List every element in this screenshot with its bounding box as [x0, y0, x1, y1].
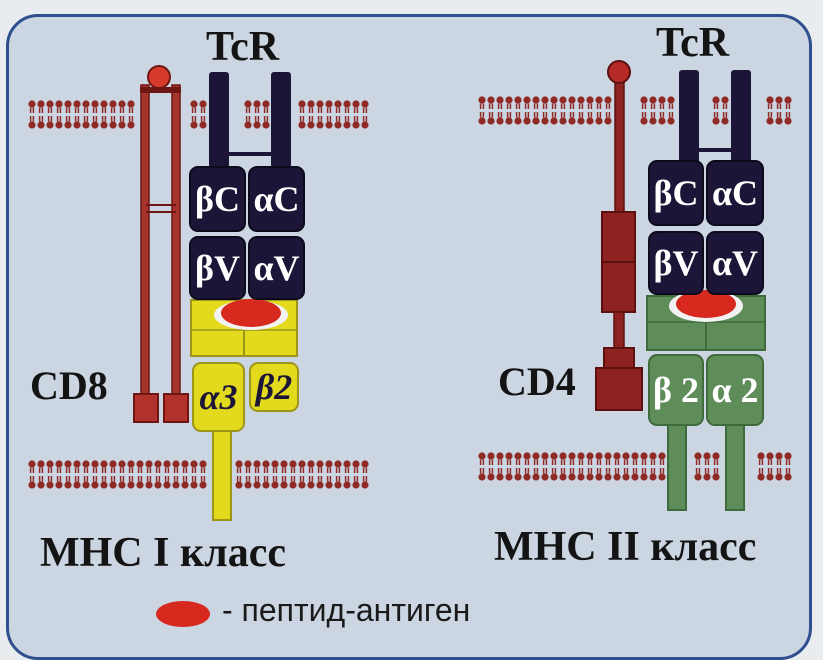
domain-alpha2-right: α 2	[706, 354, 764, 426]
cell-membrane-left-bottom	[27, 459, 370, 490]
cd8-label: CD8	[30, 363, 108, 408]
domain-alpha-v-left: αV	[248, 236, 305, 300]
tcr-label-right: TcR	[656, 20, 730, 66]
domain-alpha-v-right: αV	[706, 231, 764, 295]
peptide-antigen-right	[676, 290, 736, 318]
cd8-coreceptor	[133, 65, 189, 423]
domain-beta-v-right: βV	[648, 231, 704, 295]
cd4-label: CD4	[498, 359, 576, 404]
mhc2-class-label: MHC II класс	[494, 524, 757, 570]
legend-peptide-label: - пептид-антиген	[222, 592, 471, 628]
diagram-stage: βC αC βV αV α3 β2 βC αC βV αV β 2 α 2 Tc…	[6, 14, 812, 660]
tcr-label-left: TcR	[206, 24, 280, 70]
peptide-antigen-left	[221, 299, 281, 327]
tcr-transmembrane-right	[679, 70, 751, 166]
cd4-coreceptor	[595, 60, 643, 411]
domain-alpha3: α3	[192, 362, 245, 432]
domain-beta-v-left: βV	[189, 236, 246, 300]
domain-alpha-c-right: αC	[706, 160, 764, 226]
domain-alpha-c-left: αC	[248, 166, 305, 232]
diagram-graphics	[27, 60, 793, 627]
domain-beta-c-right: βC	[648, 160, 704, 226]
cell-membrane-left-top	[27, 99, 370, 130]
domain-beta-c-left: βC	[189, 166, 246, 232]
tcr-transmembrane-left	[209, 72, 291, 168]
domain-beta2-left: β2	[249, 362, 299, 412]
legend-peptide-icon	[156, 601, 210, 627]
domain-beta2-right: β 2	[648, 354, 704, 426]
mhc1-class-label: MHC I класс	[40, 530, 287, 576]
